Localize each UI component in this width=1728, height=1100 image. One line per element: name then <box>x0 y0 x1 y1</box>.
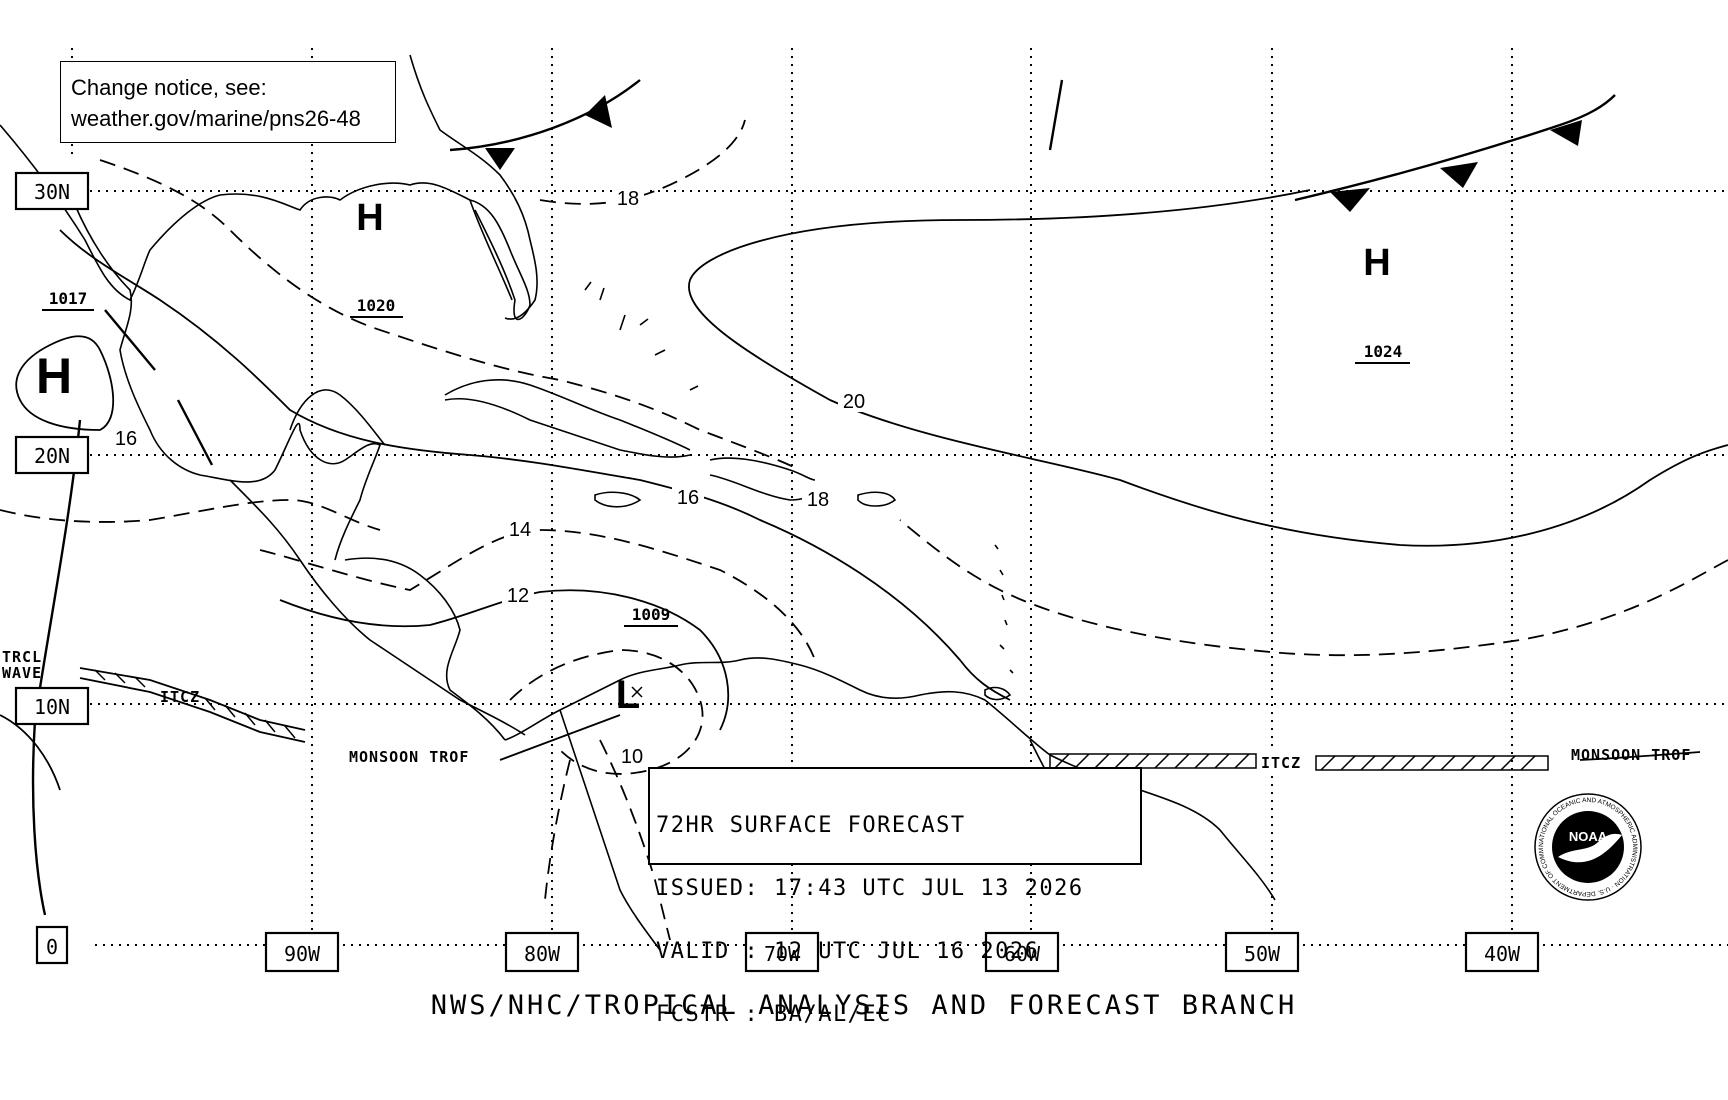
low-colombia-symbol: L <box>616 673 640 717</box>
lon-60w-label: 60W <box>1004 942 1041 966</box>
noaa-logo-text: NOAA <box>1569 829 1608 844</box>
coastlines <box>0 54 1276 951</box>
itcz-west-label: ITCZ <box>160 688 200 706</box>
lon-50w-label: 50W <box>1244 942 1281 966</box>
lon-80w-label: 80W <box>524 942 561 966</box>
high-gulf-symbol: H <box>356 197 383 239</box>
itcz-east-band <box>1049 753 1549 771</box>
high-atlantic-pressure: 1024 <box>1364 342 1403 361</box>
isobar-label-16-west: 16 <box>115 428 137 450</box>
tropical-wave-label-line2: WAVE <box>2 664 42 682</box>
lat-lon-grid <box>71 48 1728 946</box>
isobar-label-18-florida: 18 <box>617 188 639 210</box>
tropical-wave-label-line1: TRCL <box>2 648 42 666</box>
feature-labels: TRCL WAVE ITCZ MONSOON TROF ITCZ MONSOON… <box>2 648 1691 772</box>
change-notice-line1: Change notice, see: <box>71 75 267 100</box>
forecast-valid: VALID : 12 UTC JUL 16 2026 <box>656 939 1040 964</box>
monsoon-trough-east-label: MONSOON TROF <box>1571 746 1691 764</box>
pressure-centers: H 1020 H 1017 H 1024 L 1009 <box>36 197 1410 717</box>
lon-70w-label: 70W <box>764 942 801 966</box>
change-notice: Change notice, see: weather.gov/marine/p… <box>60 61 396 143</box>
forecast-info-box: 72HR SURFACE FORECAST ISSUED: 17:43 UTC … <box>648 767 1142 1026</box>
isobar-label-10: 10 <box>621 746 643 768</box>
isobar-label-14: 14 <box>509 519 531 541</box>
itcz-west-band <box>79 667 306 743</box>
lon-90w-label: 90W <box>284 942 321 966</box>
latitude-labels: 30N 20N 10N 0 <box>14 171 90 965</box>
forecast-forecaster: FCSTR : BA/AL/EC <box>656 1002 892 1027</box>
lon-40w-label: 40W <box>1484 942 1521 966</box>
high-gulf-pressure: 1020 <box>357 296 396 315</box>
isobar-label-16-central: 16 <box>677 487 699 509</box>
agency-credit: NWS/NHC/TROPICAL ANALYSIS AND FORECAST B… <box>430 990 1298 1021</box>
high-atlantic-symbol: H <box>1363 242 1390 284</box>
noaa-logo: NOAA NATIONAL OCEANIC AND ATMOSPHERIC AD… <box>1534 793 1642 901</box>
monsoon-trough-west-label: MONSOON TROF <box>349 748 469 766</box>
high-pacific-symbol: H <box>36 348 72 404</box>
isobar-labels: 18 20 16 16 18 14 12 10 <box>110 186 870 768</box>
longitude-labels: 90W 80W 70W 60W 50W 40W <box>264 931 1540 973</box>
isobar-label-20: 20 <box>843 391 865 413</box>
lat-0-label: 0 <box>46 935 58 959</box>
lat-20n-label: 20N <box>34 444 70 468</box>
high-pacific-pressure: 1017 <box>49 289 88 308</box>
forecast-issued: ISSUED: 17:43 UTC JUL 13 2026 <box>656 876 1084 901</box>
isobar-label-18-east: 18 <box>807 489 829 511</box>
change-notice-line2: weather.gov/marine/pns26-48 <box>71 106 361 131</box>
isobar-label-12: 12 <box>507 585 529 607</box>
forecast-title: 72HR SURFACE FORECAST <box>656 813 966 838</box>
itcz-east-label: ITCZ <box>1261 754 1301 772</box>
low-colombia-pressure: 1009 <box>632 605 671 624</box>
lat-30n-label: 30N <box>34 180 70 204</box>
lat-10n-label: 10N <box>34 695 70 719</box>
isobars <box>0 119 1728 941</box>
